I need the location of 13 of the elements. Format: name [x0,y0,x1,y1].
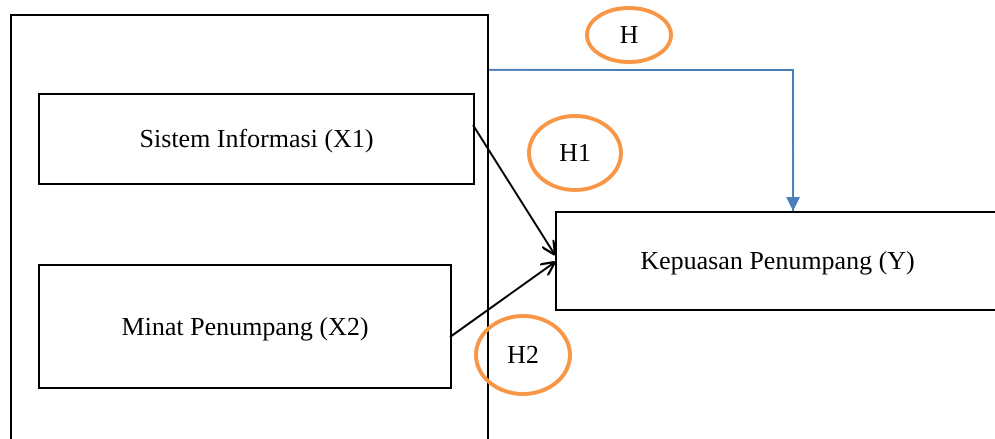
arrow [472,124,556,256]
hypothesis-label: H2 [507,342,539,368]
variable-box [38,93,475,185]
variable-label: Minat Penumpang (X2) [122,314,368,340]
variable-box [38,264,452,389]
variable-label: Kepuasan Penumpang (Y) [640,248,915,274]
variable-label: Sistem Informasi (X1) [140,126,374,152]
variable-box [555,211,995,311]
arrow [489,68,800,211]
group-box [10,14,489,439]
arrow [449,260,556,338]
hypothesis-label: H [620,22,638,48]
hypothesis-label: H1 [559,140,591,166]
